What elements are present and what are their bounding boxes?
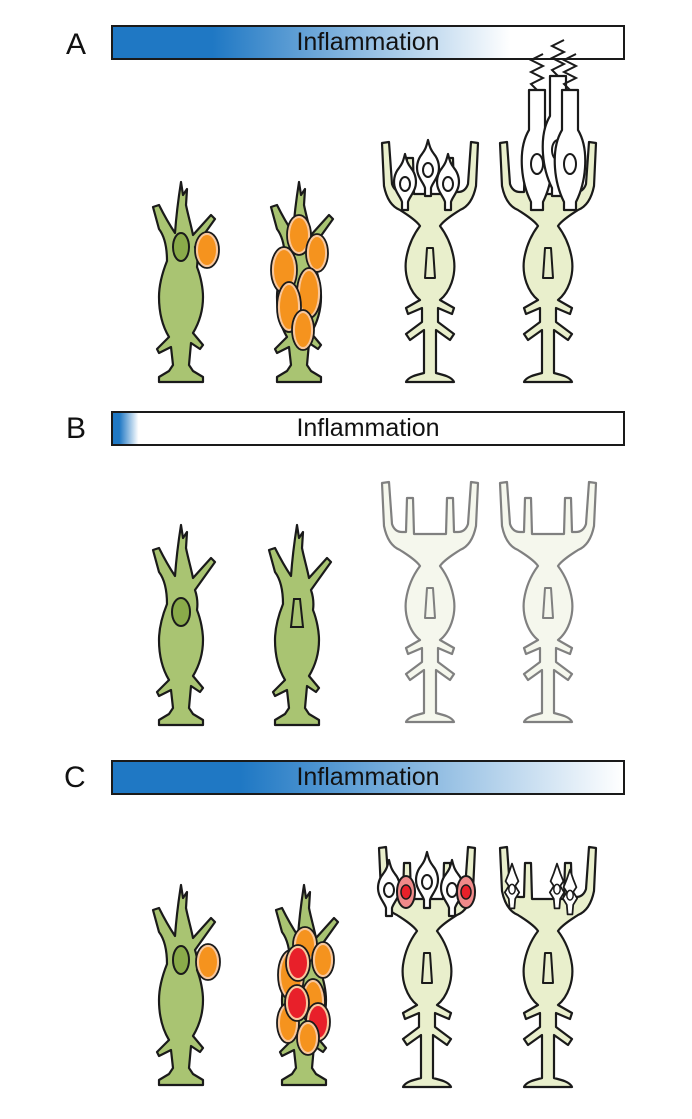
precursor-cell-b2 xyxy=(267,523,333,727)
inflammation-bar-label-c: Inflammation xyxy=(296,763,440,791)
degenerating-neuron-c4-2 xyxy=(561,868,579,916)
immune-cell-c2-6 xyxy=(284,984,310,1022)
nucleus-a1 xyxy=(172,232,190,262)
degenerating-neuron-c4-1 xyxy=(548,862,566,910)
nucleus-c1 xyxy=(172,945,190,975)
immune-cell-a2-2 xyxy=(305,233,329,273)
immune-cell-c1 xyxy=(195,943,221,981)
inflammation-bar-b: Inflammation xyxy=(111,411,625,446)
dying-neuron-c3-1 xyxy=(456,875,476,909)
immune-cell-c2-3 xyxy=(285,944,311,982)
immune-cell-a2-3 xyxy=(296,267,322,319)
immune-cell-c2-8 xyxy=(296,1020,320,1056)
nucleus-b1 xyxy=(171,597,191,627)
precursor-cell-a1 xyxy=(151,180,217,384)
panel-letter-a: A xyxy=(66,28,87,61)
immune-cell-c2-2 xyxy=(311,941,335,979)
faded-support-cell-b3 xyxy=(380,480,480,724)
faded-support-cell-b4 xyxy=(498,480,598,724)
inflammation-bar-label-b: Inflammation xyxy=(296,414,440,442)
neuron-a3-1 xyxy=(415,138,441,198)
degenerating-neuron-c4-0 xyxy=(503,862,521,910)
panel-letter-b: B xyxy=(66,412,87,445)
precursor-cell-c1 xyxy=(151,883,217,1087)
immune-cell-a2-5 xyxy=(291,309,315,351)
nucleus-b2 xyxy=(289,598,305,628)
inflammation-bar-label-a: Inflammation xyxy=(296,28,440,56)
inflammation-bar-c: Inflammation xyxy=(111,760,625,795)
immune-cell-a2-0 xyxy=(286,214,312,256)
panel-letter-c: C xyxy=(64,761,86,794)
dying-neuron-c3-0 xyxy=(396,875,416,909)
immune-cell-a1 xyxy=(194,231,220,269)
inflammation-bar-a: Inflammation xyxy=(111,25,625,60)
